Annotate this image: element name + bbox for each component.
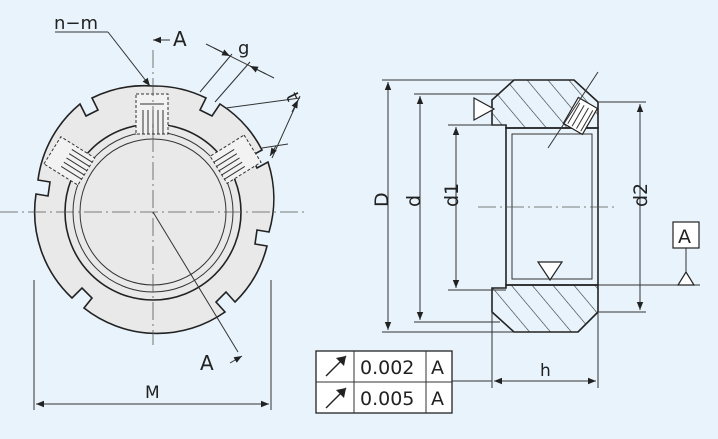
tolerance-frames: 0.002 A 0.005 A <box>315 350 453 414</box>
datum-box <box>672 221 700 249</box>
label-h: h <box>540 361 551 381</box>
label-D: D <box>371 192 393 207</box>
set-screw-left <box>43 136 96 186</box>
g-arrow-1 <box>213 47 231 57</box>
tolerance-value-1: 0.002 <box>360 357 414 379</box>
t-arrow-2 <box>269 145 277 157</box>
label-datum: A <box>678 226 691 248</box>
section-line-a <box>152 211 239 353</box>
section-view: D d d1 d2 A h <box>371 71 700 388</box>
g-extension-2 <box>214 61 251 103</box>
label-section-top: A <box>173 27 187 51</box>
label-t: t <box>281 89 303 104</box>
label-g: g <box>238 38 249 59</box>
label-m: M <box>145 383 160 403</box>
n-m-leader <box>107 31 151 87</box>
label-n-m: n−m <box>54 13 98 34</box>
section-a-bottom-arrow <box>229 355 243 364</box>
runout-triangle-bore <box>536 261 564 282</box>
circular-runout-icon <box>325 355 347 377</box>
runout-triangle-face <box>473 96 496 122</box>
label-d1: d1 <box>441 183 463 207</box>
set-screw-right <box>209 134 262 185</box>
set-screw-top <box>135 93 169 135</box>
tolerance-datum-2: A <box>431 388 444 410</box>
g-arrow-2 <box>249 65 267 75</box>
section-thread-inner <box>511 133 593 280</box>
tolerance-value-2: 0.005 <box>360 388 414 410</box>
tolerance-datum-1: A <box>431 357 444 379</box>
g-extension-1 <box>199 53 233 93</box>
t-extension-2 <box>261 143 289 149</box>
datum-triangle <box>676 270 696 286</box>
t-extension-1 <box>225 97 301 109</box>
section-thread-outer <box>505 127 599 286</box>
set-screw-leader <box>547 71 599 149</box>
t-arrow-1 <box>291 99 299 113</box>
label-d2: d2 <box>630 183 652 207</box>
section-body-bottom <box>491 284 599 333</box>
label-d: d <box>403 195 425 207</box>
section-set-screw <box>562 96 599 136</box>
label-section-bottom: A <box>200 351 214 375</box>
front-view: n−m A g t A M <box>0 13 308 410</box>
circular-runout-icon <box>325 387 347 409</box>
